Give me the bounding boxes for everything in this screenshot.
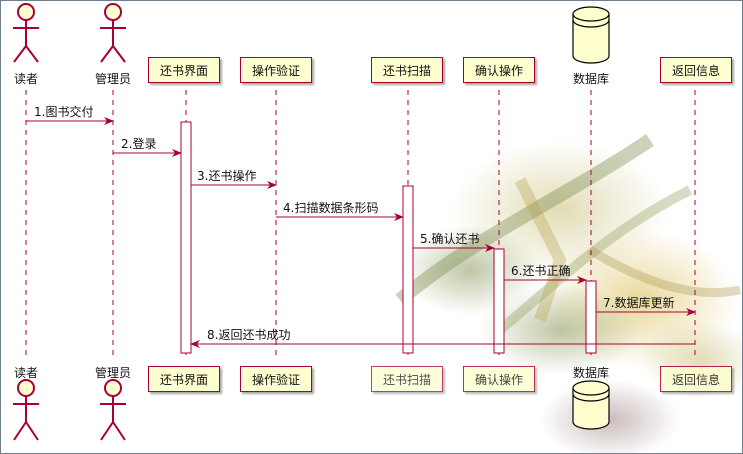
database-icon-top bbox=[572, 6, 610, 64]
reader-actor-icon-bottom bbox=[13, 379, 39, 441]
message-label-7: 7.数据库更新 bbox=[603, 296, 675, 310]
activations bbox=[180, 121, 597, 354]
message-label-4: 4.扫描数据条形码 bbox=[283, 201, 379, 215]
activation-return-ui bbox=[180, 121, 192, 354]
database-icon-bottom bbox=[572, 380, 610, 430]
message-label-8: 8.返回还书成功 bbox=[207, 328, 291, 342]
message-label-3: 3.还书操作 bbox=[197, 169, 257, 183]
activation-confirm-op bbox=[493, 248, 505, 354]
confirm-op-box-bottom: 确认操作 bbox=[463, 366, 535, 392]
return-info-box-bottom: 返回信息 bbox=[660, 366, 732, 392]
reader-label-bottom: 读者 bbox=[13, 366, 38, 380]
return-ui-box-bottom: 还书界面 bbox=[148, 366, 220, 392]
message-label-2: 2.登录 bbox=[121, 137, 157, 151]
admin-actor-icon-bottom bbox=[100, 379, 126, 441]
database-label-bottom: 数据库 bbox=[572, 366, 609, 380]
return-ui-box-top: 还书界面 bbox=[148, 57, 220, 83]
database-label-top: 数据库 bbox=[572, 72, 609, 86]
return-info-box-top: 返回信息 bbox=[660, 57, 732, 83]
op-verify-box-top: 操作验证 bbox=[240, 57, 312, 83]
message-label-1: 1.图书交付 bbox=[34, 105, 94, 119]
message-arrows bbox=[26, 117, 696, 348]
reader-label-top: 读者 bbox=[13, 72, 38, 86]
activation-return-scan bbox=[402, 185, 414, 354]
reader-actor-icon-top bbox=[13, 3, 39, 63]
message-label-6: 6.还书正确 bbox=[511, 264, 571, 278]
activation-database bbox=[585, 280, 597, 354]
admin-actor-icon-top bbox=[100, 3, 126, 63]
admin-label-top: 管理员 bbox=[94, 72, 131, 86]
message-label-5: 5.确认还书 bbox=[420, 232, 480, 246]
return-scan-box-top: 还书扫描 bbox=[371, 57, 443, 83]
return-scan-box-bottom: 还书扫描 bbox=[371, 366, 443, 392]
op-verify-box-bottom: 操作验证 bbox=[240, 366, 312, 392]
admin-label-bottom: 管理员 bbox=[94, 366, 131, 380]
confirm-op-box-top: 确认操作 bbox=[463, 57, 535, 83]
